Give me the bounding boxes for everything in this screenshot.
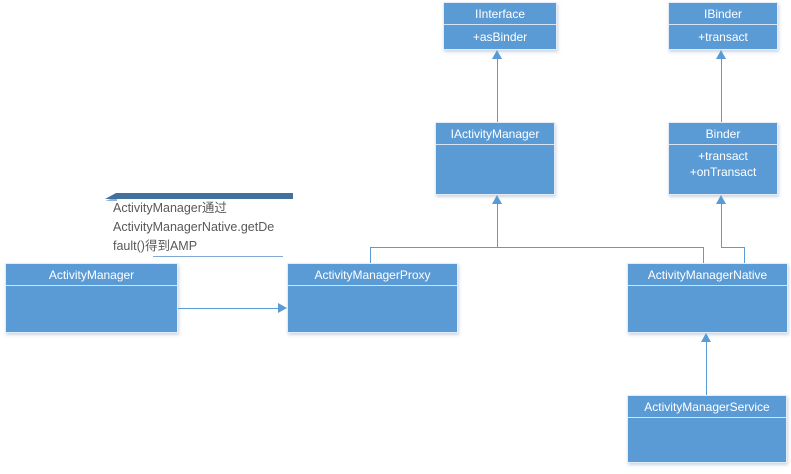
connector-iactivitymanager-iinterface bbox=[497, 58, 498, 122]
inheritance-arrowhead-ibinder bbox=[716, 50, 726, 59]
note-line: ActivityManagerNative.getDe bbox=[113, 220, 275, 234]
note-ribbon-fold bbox=[105, 197, 117, 201]
connector-trunk-vertical bbox=[497, 203, 498, 247]
class-box-iactivitymanager: IActivityManager bbox=[435, 122, 555, 195]
note-line: ActivityManager通过 bbox=[113, 201, 227, 215]
connector-binder-ibinder bbox=[721, 58, 722, 122]
class-box-activitymanagerservice: ActivityManagerService bbox=[627, 395, 787, 463]
class-members bbox=[628, 286, 787, 332]
inheritance-arrowhead-activitymanagernative bbox=[701, 333, 711, 342]
class-members: +transact +onTransact bbox=[669, 145, 777, 194]
class-box-iinterface: IInterface +asBinder bbox=[443, 2, 557, 50]
note-ribbon bbox=[105, 193, 293, 199]
class-members bbox=[288, 286, 457, 332]
class-title: ActivityManagerService bbox=[628, 396, 786, 418]
class-member: +transact bbox=[698, 30, 748, 44]
class-box-ibinder: IBinder +transact bbox=[668, 2, 778, 50]
inheritance-arrowhead-iinterface bbox=[492, 50, 502, 59]
connector-stub-proxy bbox=[370, 247, 371, 263]
class-title: ActivityManager bbox=[6, 264, 177, 286]
class-member: +onTransact bbox=[689, 165, 757, 179]
class-box-binder: Binder +transact +onTransact bbox=[668, 122, 778, 195]
class-box-activitymanager: ActivityManager bbox=[5, 263, 178, 333]
inheritance-arrowhead-iactivitymanager bbox=[492, 195, 502, 204]
class-title: IBinder bbox=[669, 3, 777, 25]
class-member: +transact bbox=[698, 149, 748, 163]
class-members: +asBinder bbox=[444, 25, 556, 49]
connector-manager-proxy bbox=[178, 308, 278, 309]
class-members bbox=[436, 145, 554, 194]
connector-native-binder-vertical bbox=[721, 203, 722, 247]
class-members bbox=[6, 286, 177, 332]
class-title: ActivityManagerNative bbox=[628, 264, 787, 286]
class-title: ActivityManagerProxy bbox=[288, 264, 457, 286]
annotation-note: ActivityManager通过 ActivityManagerNative.… bbox=[113, 199, 295, 256]
connector-native-binder-stub bbox=[744, 247, 745, 263]
inheritance-arrowhead-binder bbox=[716, 195, 726, 204]
connector-trunk-horizontal bbox=[370, 247, 704, 248]
class-member: +asBinder bbox=[472, 30, 528, 44]
class-box-activitymanagerproxy: ActivityManagerProxy bbox=[287, 263, 458, 333]
class-box-activitymanagernative: ActivityManagerNative bbox=[627, 263, 788, 333]
note-line: fault()得到AMP bbox=[113, 239, 198, 253]
class-title: IActivityManager bbox=[436, 123, 554, 145]
class-title: Binder bbox=[669, 123, 777, 145]
class-members: +transact bbox=[669, 25, 777, 49]
class-members bbox=[628, 418, 786, 462]
connector-service-native bbox=[706, 341, 707, 395]
class-title: IInterface bbox=[444, 3, 556, 25]
connector-stub-native bbox=[703, 247, 704, 263]
connector-native-binder-horizontal bbox=[721, 247, 744, 248]
association-arrowhead-proxy bbox=[278, 303, 287, 313]
note-underline bbox=[153, 256, 283, 257]
